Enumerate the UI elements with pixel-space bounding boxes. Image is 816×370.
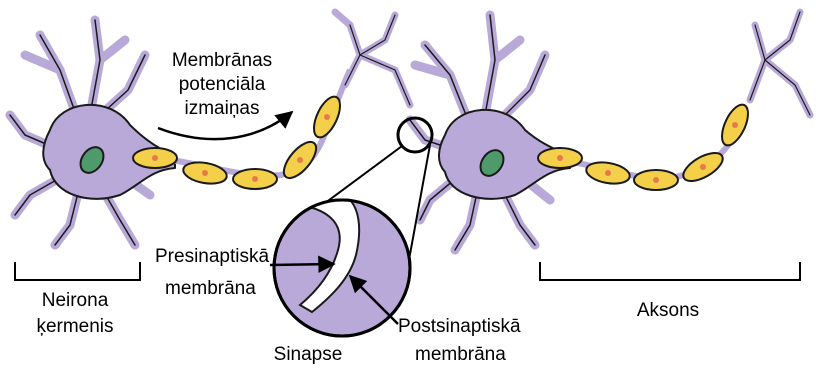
myelin-dot	[252, 176, 258, 182]
presynaptic-arrow	[270, 264, 334, 265]
label-membrane-change-1: Membrānas	[172, 50, 272, 71]
myelin-dot	[653, 177, 659, 183]
myelin-dot	[605, 170, 611, 176]
right-axon	[538, 101, 753, 190]
myelin-dot	[297, 157, 303, 163]
myelin-dot	[557, 155, 563, 161]
axon-bracket	[540, 262, 800, 280]
myelin-dot	[152, 155, 158, 161]
left-axon-terminal	[335, 12, 410, 105]
myelin-dot	[732, 122, 738, 128]
myelin-dot	[700, 164, 706, 170]
myelin-dot	[324, 114, 330, 120]
left-neuron	[10, 20, 175, 245]
label-cell-body-1: Neirona	[42, 290, 109, 311]
label-postsynaptic-1: Postsinaptiskā	[398, 316, 521, 337]
right-axon-terminal	[750, 12, 810, 115]
myelin-dot	[202, 170, 208, 176]
label-presynaptic-1: Presinaptiskā	[155, 246, 269, 267]
cell-body-bracket	[15, 262, 140, 280]
label-postsynaptic-2: membrāna	[415, 344, 506, 365]
label-membrane-change-2: potenciāla	[179, 74, 266, 95]
label-membrane-change-3: izmaiņas	[185, 98, 260, 119]
right-neuron	[410, 15, 570, 250]
label-synapse: Sinapse	[274, 344, 343, 365]
label-presynaptic-2: membrāna	[165, 278, 256, 299]
label-axon: Aksons	[637, 300, 699, 321]
label-cell-body-2: ķermenis	[36, 316, 113, 337]
